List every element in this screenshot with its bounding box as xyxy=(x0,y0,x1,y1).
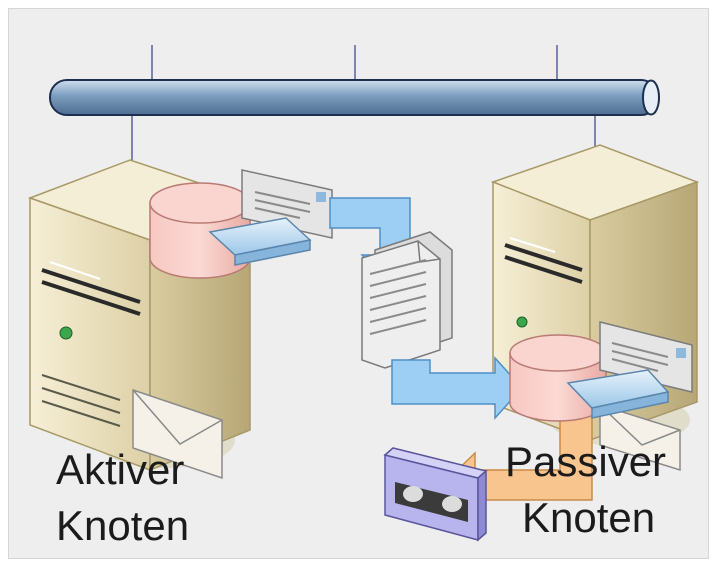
envelope-icon xyxy=(132,388,223,480)
network-bus xyxy=(49,45,660,162)
active-database-icon xyxy=(149,182,251,279)
passive-database-icon xyxy=(509,334,607,422)
passive-envelope-icon xyxy=(599,403,681,472)
active-mail-tray-icon xyxy=(208,169,333,266)
passive-node-label-line1: Passiver xyxy=(505,438,667,485)
active-server xyxy=(27,159,253,472)
passive-node-label-line2: Knoten xyxy=(522,494,656,541)
active-node-label-line2: Knoten xyxy=(56,502,190,549)
replication-arrow-right xyxy=(391,356,524,420)
log-files-icon xyxy=(361,231,453,369)
active-node-label-line1: Aktiver xyxy=(56,446,185,493)
passive-mail-tray-icon xyxy=(566,321,693,419)
tape-backup-icon xyxy=(383,447,488,542)
